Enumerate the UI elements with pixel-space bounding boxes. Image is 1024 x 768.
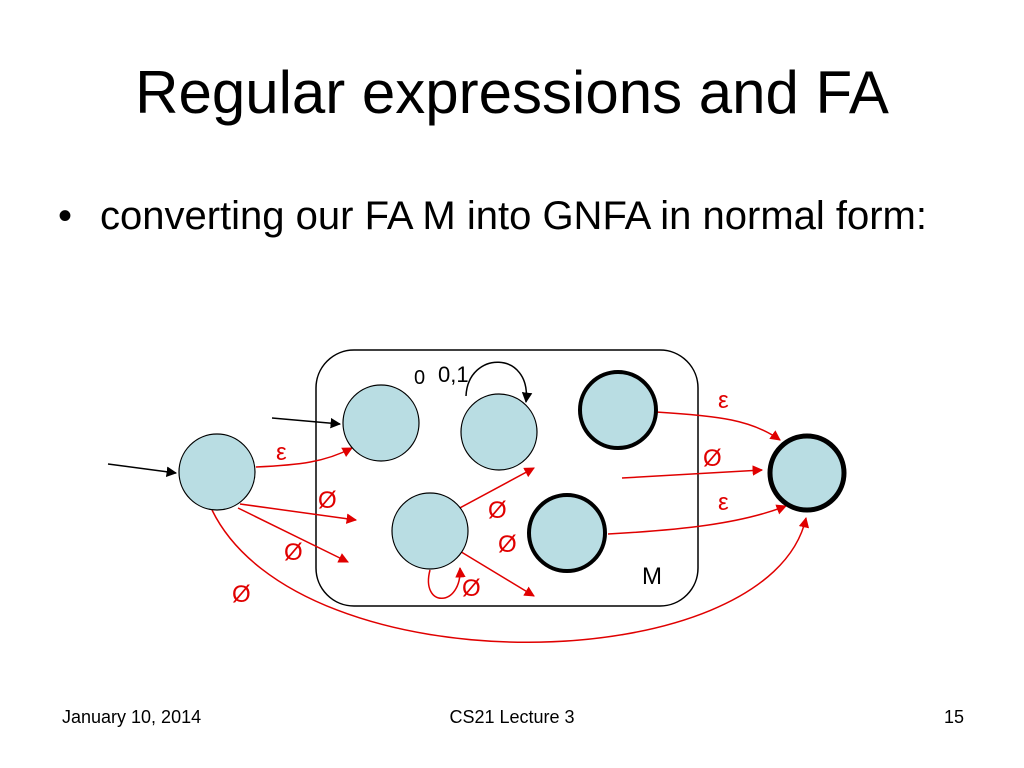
footer-course: CS21 Lecture 3 xyxy=(449,707,575,727)
slide-title: Regular expressions and FA xyxy=(135,59,889,126)
label-empty-s2: Ø xyxy=(318,487,337,514)
state-s2[interactable] xyxy=(460,393,538,471)
label-s1-zero: 0 xyxy=(414,367,425,389)
label-machine-m: M xyxy=(642,563,662,590)
label-eps-s4: ε xyxy=(718,387,729,414)
label-empty-s3-loop: Ø xyxy=(462,575,481,602)
label-empty-accept: Ø xyxy=(232,581,251,608)
state-new-start[interactable] xyxy=(178,433,256,511)
edge-new-start-accept xyxy=(211,509,810,643)
label-empty-s3-s4: Ø xyxy=(488,497,507,524)
start-arrow-old xyxy=(271,417,342,429)
edge-s3-s4 xyxy=(455,467,535,511)
bullet-dot: • xyxy=(58,194,73,238)
state-new-accept[interactable] xyxy=(767,433,847,513)
label-eps-s1: ε xyxy=(276,439,287,466)
edge-new-start-s1 xyxy=(255,447,353,468)
footer-page-number: 15 xyxy=(943,707,964,727)
bullet-text: converting our FA M into GNFA in normal … xyxy=(100,194,927,238)
loop-s3 xyxy=(427,566,466,599)
edge-s4-accept xyxy=(655,411,781,441)
start-arrow-new xyxy=(107,463,178,477)
label-eps-s6: ε xyxy=(718,489,729,516)
label-empty-mid: Ø xyxy=(703,445,722,472)
label-empty-s3-s5: Ø xyxy=(498,531,517,558)
edge-mid-accept xyxy=(621,465,764,479)
loop-s2 xyxy=(465,361,533,404)
edge-new-start-s2 xyxy=(239,503,358,524)
state-s3[interactable] xyxy=(391,492,469,570)
footer-date: January 10, 2014 xyxy=(62,707,202,727)
label-s2-loop: 0,1 xyxy=(438,362,469,387)
edge-s6-accept xyxy=(607,504,787,535)
state-s6-accepting[interactable] xyxy=(527,493,607,573)
edge-new-start-s3 xyxy=(237,507,349,563)
state-s1[interactable] xyxy=(342,384,420,462)
machine-box xyxy=(315,349,699,607)
edge-s3-s5 xyxy=(457,549,535,597)
label-empty-s3: Ø xyxy=(284,539,303,566)
state-s4-accepting[interactable] xyxy=(578,370,658,450)
